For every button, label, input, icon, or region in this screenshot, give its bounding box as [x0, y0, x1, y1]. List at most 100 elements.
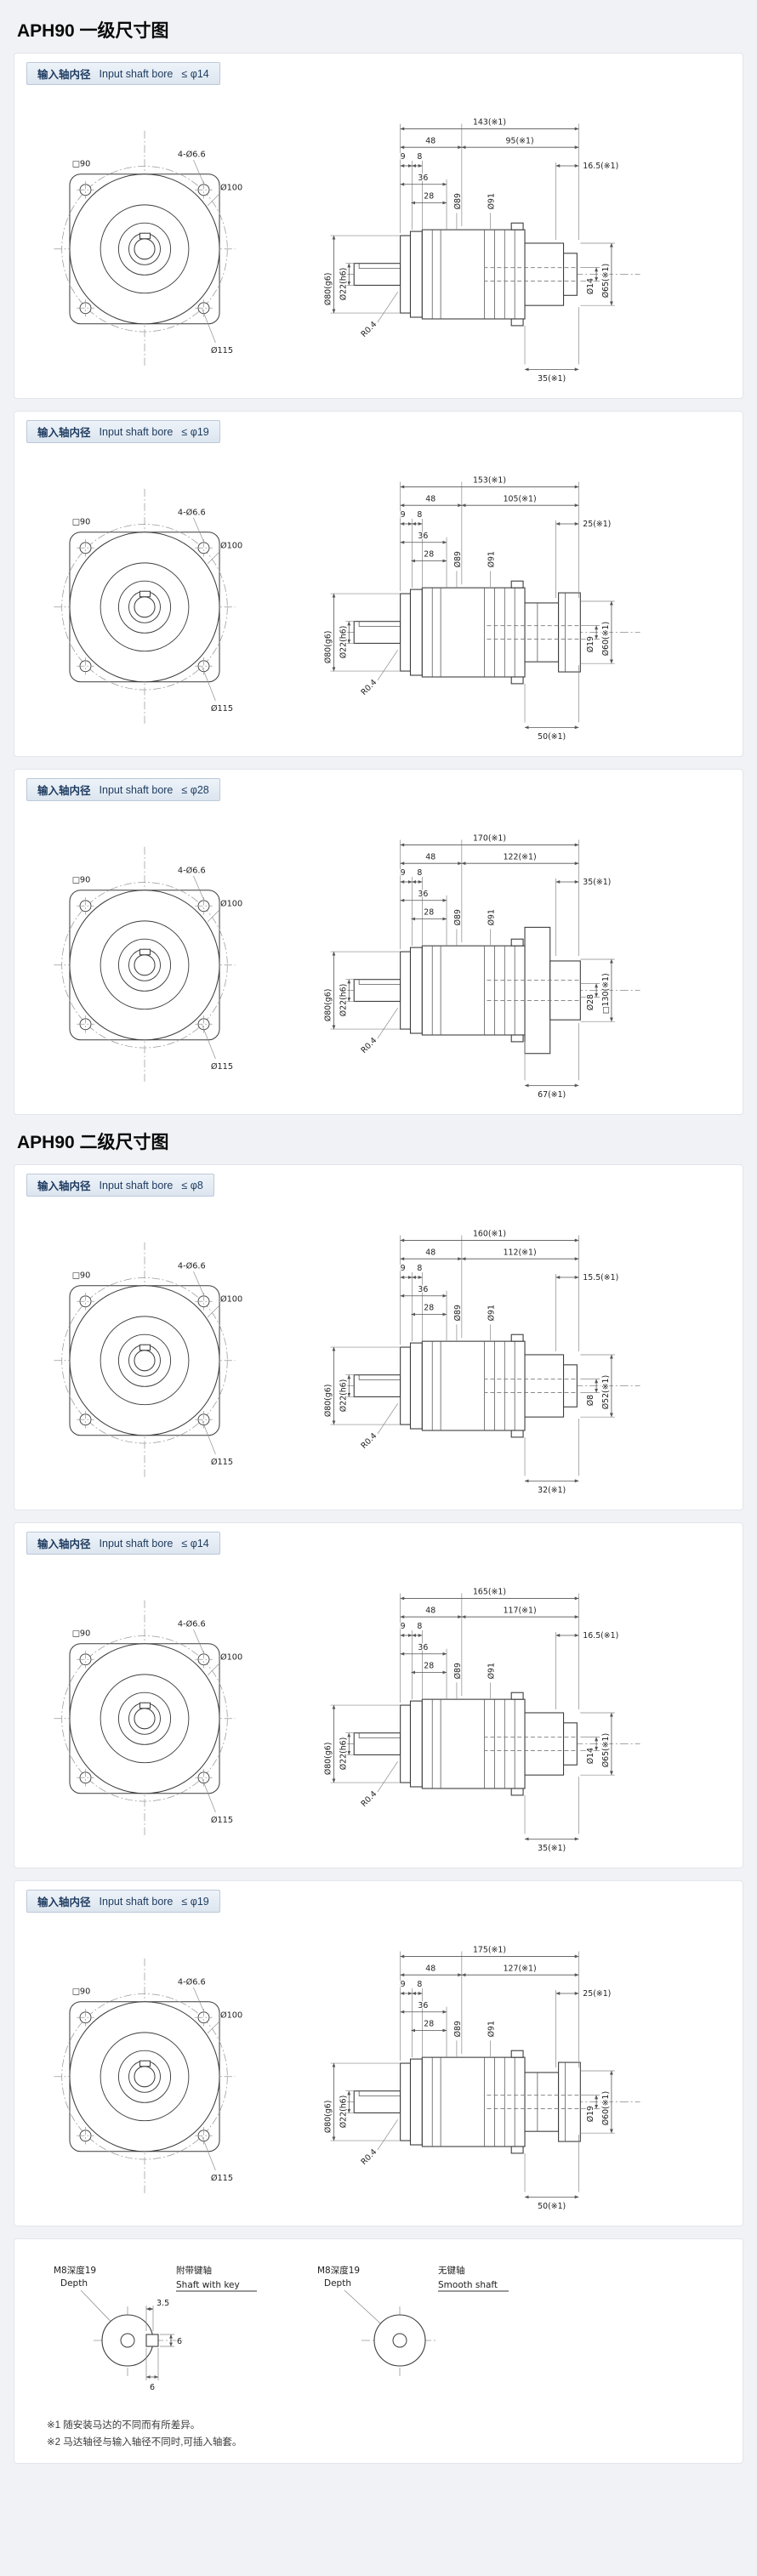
tap-depth-label: Depth — [60, 2278, 88, 2289]
dia-80-label: Ø80(g6) — [324, 2101, 333, 2134]
fillet-radius-label: R0.4 — [359, 1036, 378, 1055]
dim-bottom-length: 35(※1) — [538, 374, 566, 384]
dim-36: 36 — [418, 173, 428, 183]
dim-right-top: 16.5(※1) — [583, 1631, 618, 1641]
front-view-drawing: □90 4-Ø6.6 Ø100 Ø115 — [54, 846, 243, 1083]
dim-28: 28 — [424, 1662, 434, 1671]
side-view-geometry — [330, 481, 640, 730]
front-view-drawing: □90 4-Ø6.6 Ø100 Ø115 — [54, 1242, 243, 1479]
dimension-panel: 输入轴内径 Input shaft bore ≤ φ14 — [14, 1522, 743, 1868]
dia-22-label: Ø22(h6) — [339, 2095, 348, 2129]
dim-front-section: 48 — [425, 494, 435, 503]
dia-80-label: Ø80(g6) — [324, 1385, 333, 1418]
dia-22-label: Ø22(h6) — [339, 984, 348, 1017]
side-view-drawing: 165(※1) 48 117(※1) 9 8 36 28 16.5(※1) Ø8… — [322, 1586, 640, 1854]
key-width-dim: 6 — [150, 2383, 155, 2392]
bolt-circle-label: Ø100 — [220, 540, 242, 550]
page: APH90 一级尺寸图 输入轴内径 Input shaft bore ≤ φ14 — [0, 21, 757, 2465]
badge-label-en: Input shaft bore — [99, 1895, 174, 1908]
stage1-panels: 输入轴内径 Input shaft bore ≤ φ14 — [0, 53, 757, 1115]
input-bore-badge: 输入轴内径 Input shaft bore ≤ φ14 — [26, 1532, 220, 1555]
dimension-panel: 输入轴内径 Input shaft bore ≤ φ28 — [14, 769, 743, 1115]
footnote-1: ※1 随安装马达的不同而有所差异。 — [47, 2420, 201, 2431]
side-view-geometry — [330, 1951, 640, 2199]
dim-8: 8 — [417, 868, 422, 878]
badge-label-en: Input shaft bore — [99, 1537, 174, 1550]
badge-bore-value: ≤ φ8 — [181, 1179, 203, 1191]
dim-total-length: 170(※1) — [473, 833, 506, 843]
corner-holes — [77, 538, 213, 674]
dim-bottom-length: 35(※1) — [538, 1844, 566, 1853]
dim-total-length: 153(※1) — [473, 475, 506, 485]
input-bore-dia-label: Ø19 — [586, 636, 595, 652]
adapter-outer-dia-label: Ø65(※1) — [601, 1733, 611, 1767]
dim-right-top: 35(※1) — [583, 878, 611, 887]
input-bore-dia-label: Ø28 — [586, 994, 595, 1010]
dim-9: 9 — [401, 510, 406, 520]
dia-22-label: Ø22(h6) — [339, 626, 348, 659]
dia-91-label: Ø91 — [487, 1305, 496, 1321]
key-shaft-title-en: Shaft with key — [176, 2280, 240, 2290]
dim-right-top: 15.5(※1) — [583, 1273, 618, 1282]
fillet-radius-label: R0.4 — [359, 1431, 378, 1451]
adapter-outer-dia-label: □130(※1) — [601, 973, 611, 1014]
adapter-outer-dia-label: Ø52(※1) — [601, 1375, 611, 1409]
badge-label-en: Input shaft bore — [99, 67, 174, 80]
corner-holes-label: 4-Ø6.6 — [178, 865, 206, 875]
square-size-label: □90 — [72, 1629, 91, 1638]
corner-circle-label: Ø115 — [211, 2173, 233, 2183]
key-shaft-title-cn: 附带键轴 — [176, 2265, 212, 2276]
square-size-label: □90 — [72, 517, 91, 526]
dia-22-label: Ø22(h6) — [339, 1379, 348, 1413]
smooth-shaft-figure: M8深度19 Depth 无键轴 Smooth shaft — [316, 2264, 509, 2379]
dim-28: 28 — [424, 192, 434, 202]
dia-80-label: Ø80(g6) — [324, 1743, 333, 1776]
dia-89-label: Ø89 — [453, 2021, 463, 2037]
badge-label-en: Input shaft bore — [99, 1179, 174, 1191]
dim-36: 36 — [418, 532, 428, 541]
fillet-radius-label: R0.4 — [359, 1789, 378, 1809]
square-size-label: □90 — [72, 159, 91, 168]
corner-circle-label: Ø115 — [211, 703, 233, 714]
dim-front-section: 48 — [425, 852, 435, 862]
front-view-geometry — [54, 846, 236, 1083]
smooth-shaft-title-cn: 无键轴 — [438, 2265, 465, 2276]
input-bore-dia-label: Ø19 — [586, 2106, 595, 2122]
adapter-outer-dia-label: Ø65(※1) — [601, 264, 611, 298]
dim-front-section: 48 — [425, 1248, 435, 1257]
front-view-geometry — [54, 488, 236, 725]
input-adapter-wide — [484, 2061, 581, 2142]
badge-bore-value: ≤ φ14 — [181, 1537, 209, 1550]
dia-22-label: Ø22(h6) — [339, 1737, 348, 1771]
side-view-geometry — [330, 1593, 640, 1841]
dim-9: 9 — [401, 1980, 406, 1989]
corner-holes-label: 4-Ø6.6 — [178, 507, 206, 517]
drawing-views: □90 4-Ø6.6 Ø100 Ø115 — [26, 1555, 731, 1866]
dim-total-length: 165(※1) — [473, 1587, 506, 1596]
bolt-circle-label: Ø100 — [220, 1294, 242, 1304]
front-view-geometry — [54, 130, 236, 367]
dim-rear-section: 122(※1) — [504, 852, 537, 862]
dim-right-top: 16.5(※1) — [583, 162, 618, 171]
dim-rear-section: 117(※1) — [504, 1606, 537, 1615]
dim-front-section: 48 — [425, 1606, 435, 1615]
input-bore-badge: 输入轴内径 Input shaft bore ≤ φ14 — [26, 62, 220, 85]
dimension-panel: 输入轴内径 Input shaft bore ≤ φ8 — [14, 1164, 743, 1510]
drawing-views: □90 4-Ø6.6 Ø100 Ø115 — [26, 1197, 731, 1508]
dim-bottom-length: 50(※1) — [538, 732, 566, 742]
front-view-drawing: □90 4-Ø6.6 Ø100 Ø115 — [54, 488, 243, 725]
keyway-depth-dim: 3.5 — [157, 2299, 169, 2308]
input-bore-dia-label: Ø14 — [586, 278, 595, 294]
corner-circle-label: Ø115 — [211, 1815, 233, 1825]
bolt-circle-label: Ø100 — [220, 2010, 242, 2020]
input-bore-dia-label: Ø8 — [586, 1395, 595, 1406]
dia-80-label: Ø80(g6) — [324, 631, 333, 664]
input-bore-badge: 输入轴内径 Input shaft bore ≤ φ8 — [26, 1174, 214, 1197]
dia-89-label: Ø89 — [453, 1305, 463, 1321]
tap-depth-label: Depth — [324, 2278, 351, 2289]
input-bore-badge: 输入轴内径 Input shaft bore ≤ φ28 — [26, 778, 220, 801]
front-view-drawing: □90 4-Ø6.6 Ø100 Ø115 — [54, 1958, 243, 2195]
front-view-geometry — [54, 1600, 236, 1837]
dim-8: 8 — [417, 1980, 422, 1989]
input-adapter-small — [484, 1712, 578, 1776]
